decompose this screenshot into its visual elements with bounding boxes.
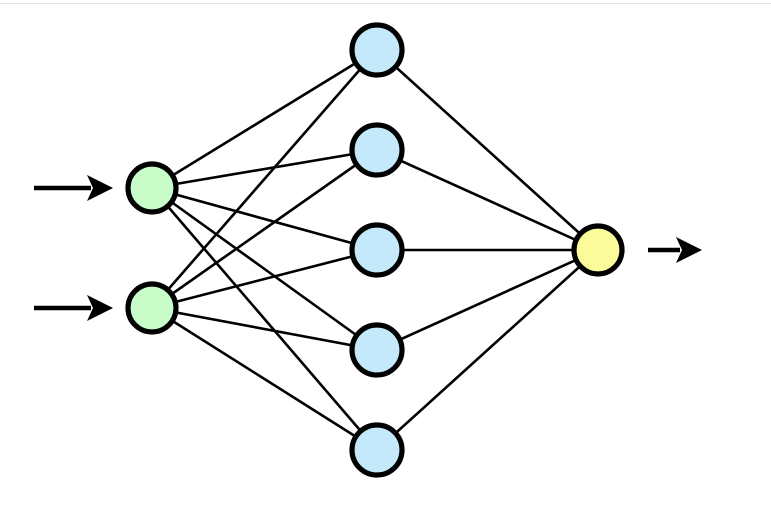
node-h3[interactable]	[349, 222, 405, 278]
input-arrow-2-head	[87, 295, 113, 321]
connection-i1-h1	[150, 48, 379, 190]
connection-i1-h4	[150, 186, 379, 352]
connection-i2-h1	[150, 48, 379, 310]
connection-i2-h3	[150, 248, 379, 310]
connection-i2-h5	[150, 306, 379, 452]
connection-h4-o1	[375, 248, 600, 352]
connection-i1-h5	[150, 186, 379, 452]
input-arrow-1-head	[87, 175, 113, 201]
top-divider	[0, 3, 771, 4]
connection-i2-h4	[150, 306, 379, 352]
node-h2[interactable]	[349, 122, 405, 178]
nodes-group	[125, 22, 625, 478]
connections-group	[150, 48, 600, 452]
connection-h2-o1	[375, 148, 600, 252]
output-arrow-1-head	[676, 237, 702, 263]
arrows-group	[34, 175, 702, 321]
node-h5[interactable]	[349, 422, 405, 478]
connection-i1-h3	[150, 186, 379, 252]
connection-h5-o1	[375, 248, 600, 452]
input-arrow-1	[34, 175, 113, 201]
node-i1[interactable]	[125, 161, 179, 215]
connection-h1-o1	[375, 48, 600, 252]
node-i2[interactable]	[125, 281, 179, 335]
connection-i1-h2	[150, 148, 379, 190]
node-o1[interactable]	[571, 223, 625, 277]
connection-i2-h2	[150, 148, 379, 310]
input-arrow-2	[34, 295, 113, 321]
node-h4[interactable]	[349, 322, 405, 378]
output-arrow-1	[648, 237, 702, 263]
node-h1[interactable]	[349, 22, 405, 78]
